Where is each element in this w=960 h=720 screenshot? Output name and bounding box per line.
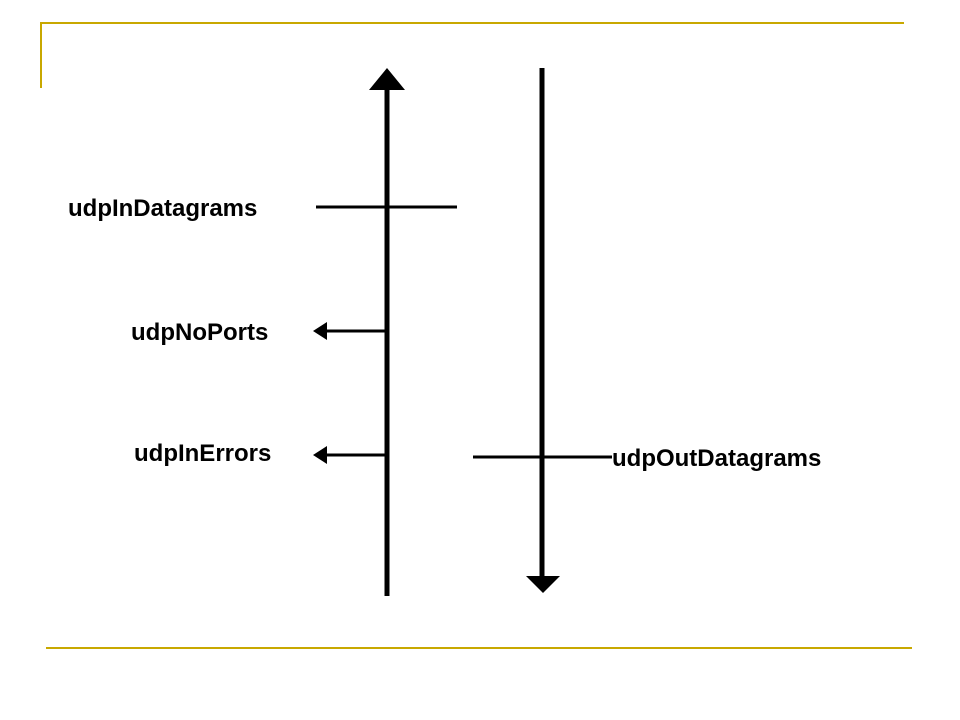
bottom-accent-line [46,647,912,649]
top-accent-line [40,22,904,24]
udp-in-datagrams-label: udpInDatagrams [68,195,257,222]
udp-no-ports-label: udpNoPorts [131,319,268,346]
output-flow-arrowhead [526,576,560,593]
udp-in-errors-label: udpInErrors [134,440,271,467]
no-ports-arrowhead [313,322,327,340]
left-accent-line [40,22,42,88]
udp-out-datagrams-label: udpOutDatagrams [612,445,821,472]
in-errors-arrowhead [313,446,327,464]
input-flow-arrowhead [369,68,405,90]
